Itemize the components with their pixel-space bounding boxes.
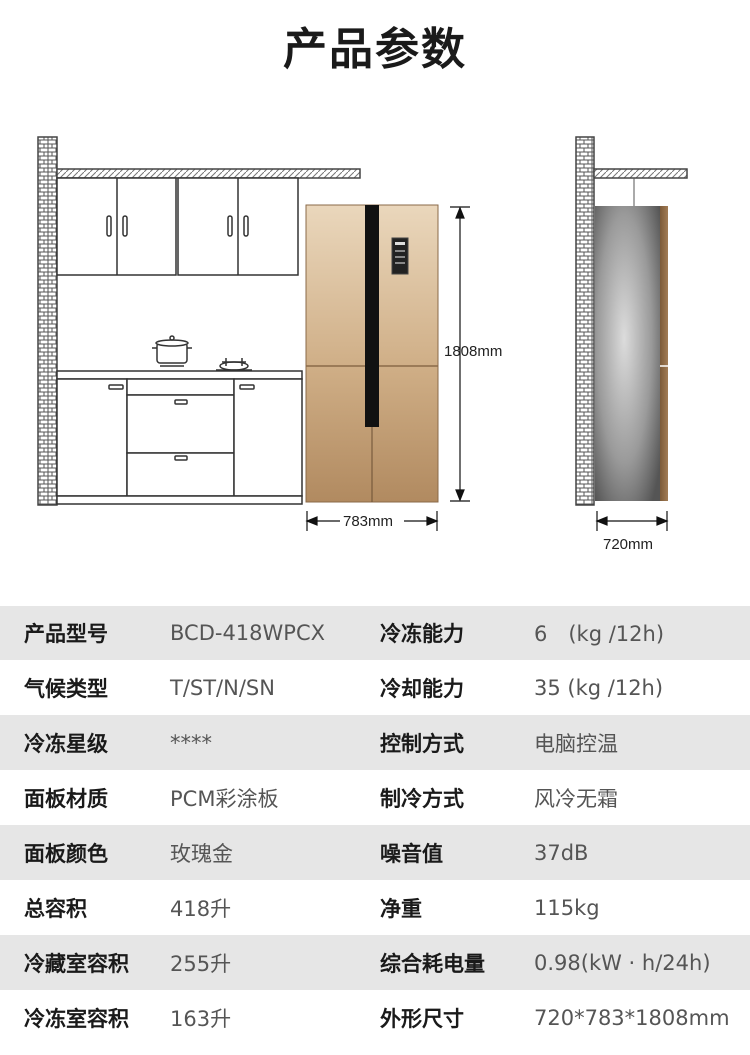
spec-value: 风冷无霜 [534,786,618,811]
depth-label: 720mm [603,536,653,553]
spec-value: BCD-418WPCX [170,621,326,645]
spec-value: PCM彩涂板 [170,786,279,811]
width-label: 783mm [343,513,393,530]
counter-top [56,370,303,380]
spec-label: 面板材质 [24,786,108,811]
spec-row: 冷藏室容积 255升 综合耗电量 0.98(kW · h/24h) [0,935,750,990]
spec-value: 163升 [170,1006,232,1031]
spec-label: 外形尺寸 [380,1006,464,1031]
spec-value: 玫瑰金 [170,841,233,866]
spec-value: 720*783*1808mm [534,1005,730,1030]
upper-cabinets [56,177,299,276]
pot-icon [152,335,192,367]
height-dimension [450,206,470,502]
left-brick-wall [37,136,58,506]
spec-value: T/ST/N/SN [170,675,275,700]
spec-value: 0.98(kW · h/24h) [534,950,711,975]
right-brick-wall [575,136,595,506]
depth-dimension [595,511,669,531]
burner-icon [216,358,252,371]
spec-value: 电脑控温 [534,731,618,756]
spec-value: 115kg [534,895,600,920]
fridge-side-view [595,206,668,501]
fridge-front-view [305,204,439,503]
spec-label: 产品型号 [24,622,108,646]
spec-table: 产品型号 BCD-418WPCX 冷冻能力 6 (kg /12h) 气候类型 T… [0,606,750,1045]
spec-row: 冷冻室容积 163升 外形尺寸 720*783*1808mm [0,990,750,1045]
spec-value: 37dB [534,840,589,865]
spec-row: 气候类型 T/ST/N/SN 冷却能力 35 (kg /12h) [0,660,750,715]
spec-row: 产品型号 BCD-418WPCX 冷冻能力 6 (kg /12h) [0,606,750,660]
spec-row: 面板颜色 玫瑰金 噪音值 37dB [0,825,750,880]
top-shelf [56,168,361,179]
spec-label: 总容积 [24,896,87,921]
spec-label: 制冷方式 [380,786,464,811]
spec-value: **** [170,730,212,755]
height-label: 1808mm [444,343,502,360]
spec-label: 冷藏室容积 [24,951,129,976]
spec-label: 冷冻室容积 [24,1006,129,1031]
spec-row: 面板材质 PCM彩涂板 制冷方式 风冷无霜 [0,770,750,825]
spec-label: 净重 [380,896,422,921]
lower-cabinets [56,378,303,505]
spec-label: 气候类型 [24,676,108,701]
spec-value: 35 (kg /12h) [534,675,664,700]
spec-label: 控制方式 [380,731,464,756]
spec-value: 418升 [170,896,232,921]
page-title: 产品参数 [283,24,467,75]
spec-label: 冷冻能力 [380,622,464,646]
spec-value: 6 (kg /12h) [534,622,665,646]
spec-label: 面板颜色 [24,841,108,866]
spec-value: 255升 [170,951,232,976]
product-dimension-illustration: 1808mm 783mm 720mm [0,100,750,580]
spec-label: 噪音值 [380,841,443,866]
spec-row: 冷冻星级 **** 控制方式 电脑控温 [0,715,750,770]
spec-row: 总容积 418升 净重 115kg [0,880,750,935]
spec-label: 综合耗电量 [380,951,485,976]
right-top-shelf [593,168,688,179]
spec-label: 冷冻星级 [24,731,108,756]
spec-label: 冷却能力 [380,676,464,701]
